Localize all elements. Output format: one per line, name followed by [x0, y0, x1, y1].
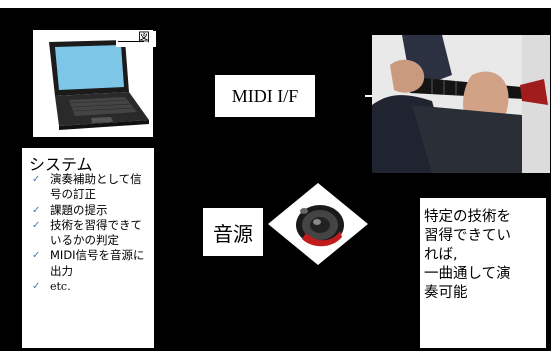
guitar-controller-photo: [372, 35, 550, 173]
laptop-image: [33, 30, 153, 137]
sound-source-label: 音源: [213, 222, 253, 246]
system-feature-list: ✓演奏補助として信号の訂正 ✓課題の提示 ✓技術を習得できているかの判定 ✓MI…: [28, 172, 152, 294]
midi-interface-box: MIDI I/F: [215, 75, 315, 117]
list-item: ✓etc.: [32, 280, 71, 294]
check-icon: ✓: [32, 219, 41, 231]
guitar-icon: [372, 35, 550, 173]
laptop-label-text: 図: [138, 31, 151, 44]
connector-line: [118, 41, 144, 42]
connector-tick: [365, 95, 374, 97]
laptop-caption: 図: [116, 31, 156, 47]
list-item: ✓演奏補助として信号の訂正: [32, 172, 142, 202]
list-item: ✓MIDI信号を音源に出力: [32, 248, 145, 278]
system-title: システム: [29, 155, 93, 174]
system-panel: システム ✓演奏補助として信号の訂正 ✓課題の提示 ✓技術を習得できているかの判…: [22, 148, 154, 348]
check-icon: ✓: [32, 281, 41, 293]
result-text: 特定の技術を 習得できてい れば, 一曲通して演 奏可能: [424, 209, 511, 301]
sound-source-box: 音源: [203, 208, 263, 256]
speaker-icon: [268, 183, 368, 265]
result-note: 特定の技術を 習得できてい れば, 一曲通して演 奏可能: [420, 198, 546, 348]
check-icon: ✓: [32, 174, 41, 185]
list-item: ✓技術を習得できているかの判定: [32, 217, 142, 248]
connector-tick: [146, 88, 152, 100]
list-item: ✓課題の提示: [32, 202, 108, 217]
midi-label: MIDI I/F: [231, 86, 299, 106]
check-icon: ✓: [32, 204, 41, 216]
laptop-icon: [49, 40, 149, 130]
check-icon: ✓: [32, 250, 41, 262]
speaker-image: [268, 183, 368, 265]
